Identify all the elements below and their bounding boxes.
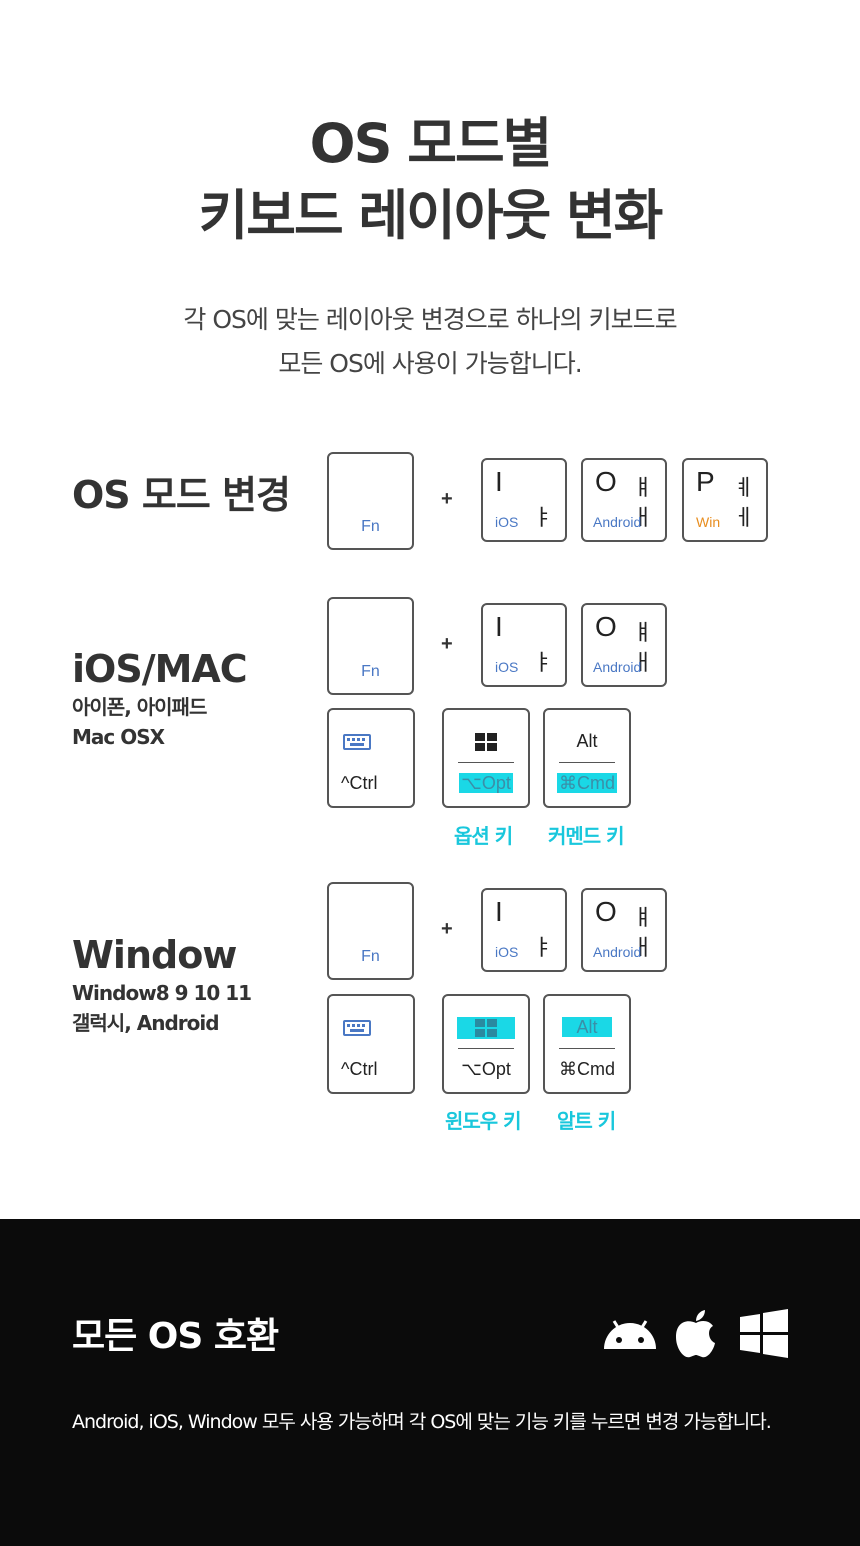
plus-sign: +: [441, 918, 453, 940]
compat-footer: 모든 OS 호환 Android, iOS, Window 모두 사용 가능하며: [0, 1219, 860, 1546]
apple-icon: [676, 1310, 715, 1358]
caption-alt-key: 알트 키: [557, 1109, 616, 1133]
fn-key-label: Fn: [361, 518, 380, 535]
o-key: O ㅒ ㅐ Android: [581, 888, 667, 972]
page-subtitle: 각 OS에 맞는 레이아웃 변경으로 하나의 키보드로 모든 OS에 사용이 가…: [0, 298, 860, 386]
fn-key: Fn: [327, 882, 414, 980]
win-key-highlight: [457, 1017, 515, 1040]
subtitle-line1: 각 OS에 맞는 레이아웃 변경으로 하나의 키보드로: [183, 305, 677, 334]
keyboard-icon: [343, 1020, 371, 1036]
cmd-key: Alt ⌘Cmd: [543, 708, 631, 808]
caption-window-key: 윈도우 키: [445, 1109, 522, 1133]
plus-sign: +: [441, 488, 453, 510]
ios-mac-label: iOS/MAC 아이폰, 아이패드 Mac OSX: [72, 647, 248, 749]
cmd-key-highlight: ⌘Cmd: [556, 773, 617, 793]
win-key: ⌥Opt: [442, 994, 530, 1094]
p-key: P ㅖ ㅔ Win: [682, 458, 768, 542]
o-key: O ㅒ ㅐ Android: [581, 603, 667, 687]
opt-key: ⌥Opt: [442, 708, 530, 808]
android-icon: [604, 1320, 656, 1349]
i-key: I ㅑ iOS: [481, 603, 567, 687]
opt-key-highlight: ⌥Opt: [459, 773, 513, 793]
keyboard-icon: [343, 734, 371, 750]
alt-key-highlight: Alt: [562, 1017, 612, 1037]
android-label: Android: [593, 514, 642, 530]
os-icons: [602, 1309, 788, 1359]
page-title: OS 모드별 키보드 레이아웃 변화: [0, 108, 860, 252]
i-key: I ㅑ iOS: [481, 458, 567, 542]
title-line1: OS 모드별: [309, 112, 553, 175]
caption-option-key: 옵션 키: [454, 824, 513, 848]
ios-label: iOS: [495, 514, 519, 530]
fn-key: Fn: [327, 597, 414, 695]
i-key: I ㅑ iOS: [481, 888, 567, 972]
subtitle-line2: 모든 OS에 사용이 가능합니다.: [278, 349, 582, 378]
win-label: Win: [696, 514, 721, 530]
window-label: Window Window8 9 10 11 갤럭시, Android: [72, 933, 252, 1035]
os-mode-label: OS 모드 변경: [72, 473, 291, 517]
alt-key: Alt ⌘Cmd: [543, 994, 631, 1094]
windows-key-icon: [475, 1019, 497, 1038]
fn-key: Fn: [327, 452, 414, 550]
ctrl-key: ^Ctrl: [327, 708, 415, 808]
windows-key-icon: [475, 733, 497, 752]
footer-description: Android, iOS, Window 모두 사용 가능하며 각 OS에 맞는…: [72, 1411, 772, 1433]
ctrl-key: ^Ctrl: [327, 994, 415, 1094]
caption-command-key: 커멘드 키: [548, 824, 625, 848]
plus-sign: +: [441, 633, 453, 655]
windows-icon: [740, 1309, 788, 1358]
title-line2: 키보드 레이아웃 변화: [198, 184, 664, 247]
o-key: O ㅒ ㅐ Android: [581, 458, 667, 542]
footer-title: 모든 OS 호환: [72, 1316, 279, 1357]
